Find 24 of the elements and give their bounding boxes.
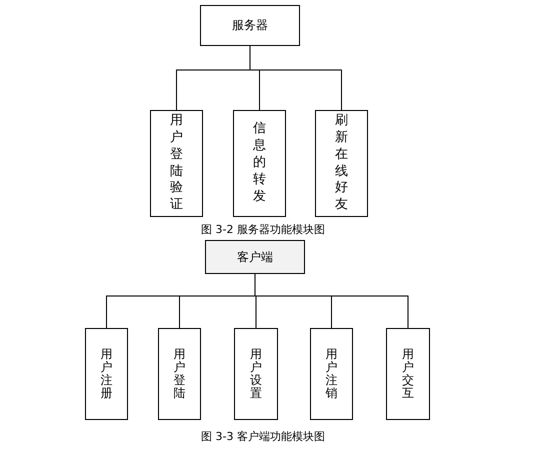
node-label: 用户交互	[402, 348, 414, 400]
module-box	[233, 110, 286, 217]
module-box	[150, 110, 203, 217]
node-label: 用户登陆验证	[170, 112, 183, 214]
module-box	[158, 328, 201, 420]
node-label: 信息的转发	[253, 121, 266, 206]
figure-caption: 图 3-3 客户端功能模块图	[201, 429, 325, 444]
node-label: 用户注册	[100, 348, 112, 400]
node-label: 用户设置	[250, 348, 262, 400]
node-label: 刷新在线好友	[335, 112, 348, 214]
module-box	[310, 328, 353, 420]
node-label: 服务器	[232, 17, 268, 34]
root-box	[205, 240, 305, 274]
module-box	[386, 328, 430, 420]
tree-connector	[254, 274, 408, 328]
node-label: 用户登陆	[174, 348, 186, 400]
root-box	[200, 5, 300, 46]
node-label: 用户注销	[326, 348, 338, 400]
figure-caption: 图 3-2 服务器功能模块图	[201, 222, 325, 237]
module-box	[85, 328, 128, 420]
module-box	[234, 328, 278, 420]
module-box	[315, 110, 368, 217]
tree-connector	[250, 46, 342, 110]
node-label: 客户端	[237, 248, 273, 266]
